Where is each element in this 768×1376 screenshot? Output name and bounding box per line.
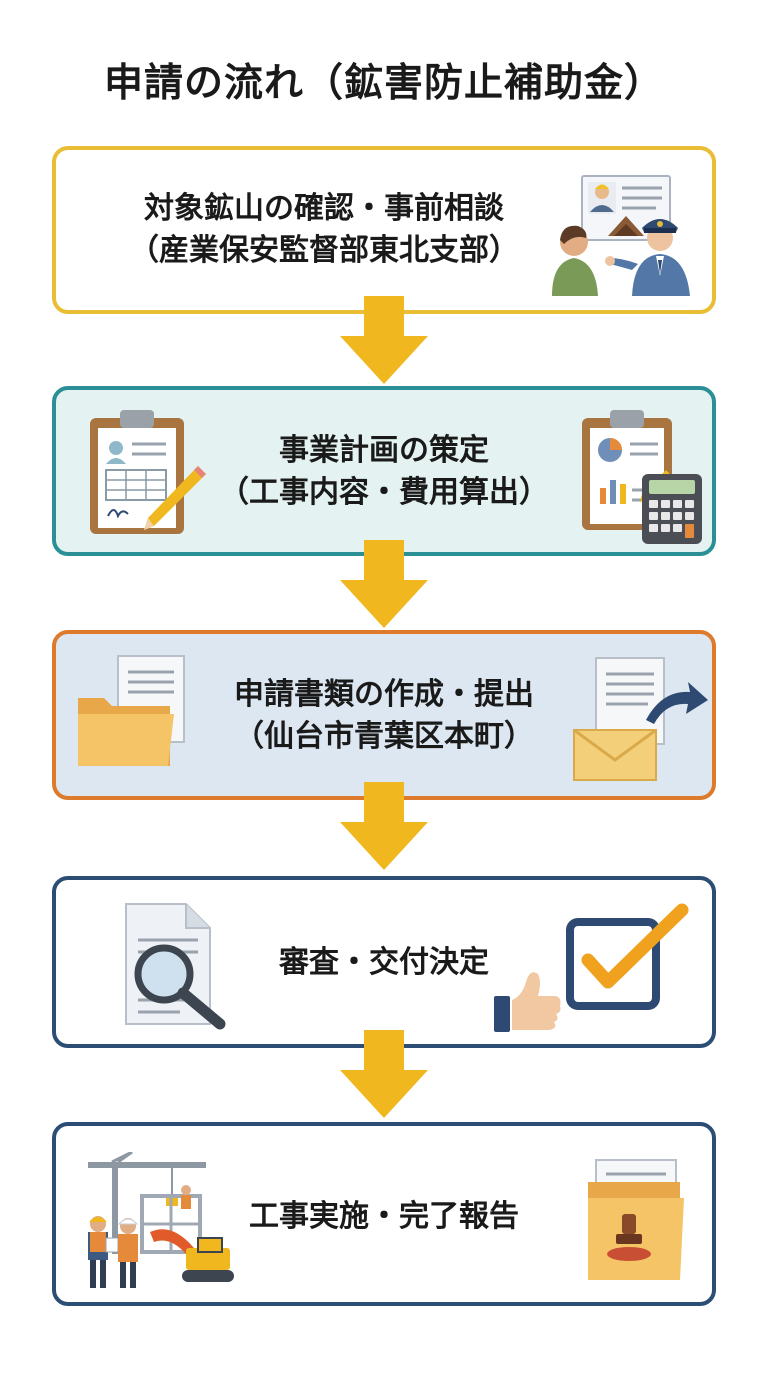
step-4-title: 審査・交付決定 [279, 945, 489, 980]
step-5-title: 工事実施・完了報告 [249, 1199, 519, 1234]
flow-arrow-4 [340, 1030, 428, 1118]
page-title: 申請の流れ（鉱害防止補助金） [103, 61, 664, 106]
step-1-text: 対象鉱山の確認・事前相談 （産業保安監督部東北支部） [56, 188, 562, 272]
folder-stamp-icon [588, 1159, 684, 1280]
thumbs-up-icon [494, 972, 561, 1032]
calculator-icon [642, 474, 702, 544]
flow-arrow-3 [340, 782, 428, 870]
step-5-text: 工事実施・完了報告 [56, 1196, 712, 1238]
step-4-box: 審査・交付決定 [52, 876, 716, 1048]
step-1-title: 対象鉱山の確認・事前相談 [144, 191, 504, 226]
step-3-text: 申請書類の作成・提出 （仙台市青葉区本町） [56, 674, 712, 758]
step-1-box: 対象鉱山の確認・事前相談 （産業保安監督部東北支部） [52, 146, 716, 314]
step-5-box: 工事実施・完了報告 [52, 1122, 716, 1306]
flow-arrow-1 [340, 296, 428, 384]
step-2-subtitle: （工事内容・費用算出） [219, 475, 549, 510]
consultation-icon [552, 175, 690, 296]
clipboard-form-icon [90, 410, 206, 534]
construction-site-icon [88, 1152, 234, 1288]
folder-icon [78, 655, 185, 766]
flow-arrow-2 [340, 540, 428, 628]
step-3-box: 申請書類の作成・提出 （仙台市青葉区本町） [52, 630, 716, 800]
step-2-title: 事業計画の策定 [279, 433, 489, 468]
envelope-send-icon [573, 657, 708, 781]
step-1-subtitle: （産業保安監督部東北支部） [129, 233, 519, 268]
step-2-text: 事業計画の策定 （工事内容・費用算出） [56, 430, 712, 514]
document-search-icon [125, 903, 226, 1030]
step-3-subtitle: （仙台市青葉区本町） [234, 719, 534, 754]
checkbox-approved-icon [566, 903, 689, 1010]
step-3-title: 申請書類の作成・提出 [234, 677, 534, 712]
step-4-text: 審査・交付決定 [56, 942, 712, 984]
step-2-box: 事業計画の策定 （工事内容・費用算出） [52, 386, 716, 556]
